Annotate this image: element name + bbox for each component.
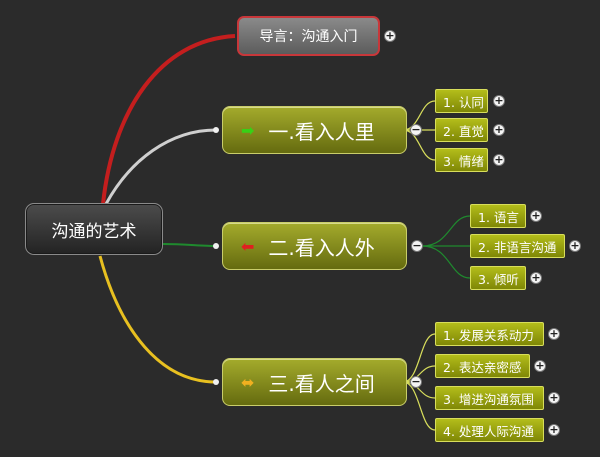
connector-branch-2 <box>162 243 217 247</box>
branch-node-3[interactable]: ⬌ 三.看人之间 <box>222 358 407 406</box>
leaf-label: 1. 发展关系动力 <box>443 327 534 343</box>
minus-icon: − <box>411 375 421 388</box>
leaf-3-4-expand-toggle[interactable]: + <box>548 424 560 436</box>
plus-icon: + <box>570 239 580 252</box>
branch-node-1[interactable]: ➡ 一.看入人里 <box>222 106 407 154</box>
leaf-2-2-expand-toggle[interactable]: + <box>569 240 581 252</box>
branch-1-collapse-toggle[interactable]: − <box>410 124 422 136</box>
connector-leaf-2-3 <box>421 245 471 279</box>
leaf-label: 1. 认同 <box>443 94 484 110</box>
connector-leaf-2-1 <box>421 215 471 247</box>
branch-3-label: 三.看人之间 <box>268 371 375 396</box>
leaf-2-3[interactable]: 3. 倾听 <box>470 266 526 290</box>
leaf-label: 3. 增进沟通氛围 <box>443 391 534 407</box>
branch-1-anchor-dot <box>213 127 219 133</box>
leaf-label: 2. 非语言沟通 <box>478 239 557 255</box>
connector-branch-1 <box>104 128 217 205</box>
leaf-1-1[interactable]: 1. 认同 <box>435 89 488 113</box>
minus-icon: − <box>411 123 421 136</box>
root-label: 沟通的艺术 <box>51 221 137 242</box>
connector-intro <box>101 34 236 205</box>
plus-icon: + <box>494 123 504 136</box>
root-node[interactable]: 沟通的艺术 <box>25 203 163 255</box>
plus-icon: + <box>531 209 541 222</box>
leaf-2-2[interactable]: 2. 非语言沟通 <box>470 234 565 258</box>
leaf-3-2-expand-toggle[interactable]: + <box>534 360 546 372</box>
plus-icon: + <box>549 327 559 340</box>
plus-icon: + <box>531 271 541 284</box>
branch-node-2[interactable]: ⬅ 二.看入人外 <box>222 222 407 270</box>
leaf-label: 2. 表达亲密感 <box>443 359 522 375</box>
plus-icon: + <box>494 94 504 107</box>
branch-2-label: 二.看入人外 <box>268 235 375 260</box>
connector-leaf-3-1 <box>402 333 436 383</box>
leaf-3-4[interactable]: 4. 处理人际沟通 <box>435 418 544 442</box>
leaf-1-2-expand-toggle[interactable]: + <box>493 124 505 136</box>
plus-icon: + <box>385 29 395 42</box>
leaf-label: 3. 情绪 <box>443 153 484 169</box>
plus-icon: + <box>549 391 559 404</box>
right-arrow-icon: ➡ <box>241 120 255 140</box>
minus-icon: − <box>412 239 422 252</box>
plus-icon: + <box>494 153 504 166</box>
branch-1-label: 一.看入人里 <box>268 119 375 144</box>
leaf-1-2[interactable]: 2. 直觉 <box>435 118 488 142</box>
leaf-label: 2. 直觉 <box>443 123 484 139</box>
leaf-3-1[interactable]: 1. 发展关系动力 <box>435 322 544 346</box>
leaf-2-1[interactable]: 1. 语言 <box>470 204 526 228</box>
leaf-1-1-expand-toggle[interactable]: + <box>493 95 505 107</box>
connector-leaf-3-4 <box>402 381 436 431</box>
leaf-2-3-expand-toggle[interactable]: + <box>530 272 542 284</box>
plus-icon: + <box>549 423 559 436</box>
leaf-label: 3. 倾听 <box>478 271 519 287</box>
branch-3-collapse-toggle[interactable]: − <box>410 376 422 388</box>
leaf-3-3[interactable]: 3. 增进沟通氛围 <box>435 386 544 410</box>
leaf-label: 4. 处理人际沟通 <box>443 423 534 439</box>
intro-expand-toggle[interactable]: + <box>384 30 396 42</box>
branch-2-anchor-dot <box>213 243 219 249</box>
leaf-2-1-expand-toggle[interactable]: + <box>530 210 542 222</box>
branch-2-collapse-toggle[interactable]: − <box>411 240 423 252</box>
leaf-1-3-expand-toggle[interactable]: + <box>493 154 505 166</box>
plus-icon: + <box>535 359 545 372</box>
branch-3-anchor-dot <box>213 379 219 385</box>
leaf-1-3[interactable]: 3. 情绪 <box>435 148 488 172</box>
connector-branch-3 <box>98 255 217 384</box>
double-arrow-icon: ⬌ <box>241 372 255 392</box>
leaf-3-1-expand-toggle[interactable]: + <box>548 328 560 340</box>
leaf-label: 1. 语言 <box>478 209 519 225</box>
intro-node[interactable]: 导言：沟通入门 <box>237 16 380 56</box>
leaf-3-3-expand-toggle[interactable]: + <box>548 392 560 404</box>
left-arrow-icon: ⬅ <box>241 236 255 256</box>
leaf-3-2[interactable]: 2. 表达亲密感 <box>435 354 530 378</box>
intro-label: 导言：沟通入门 <box>259 29 358 45</box>
